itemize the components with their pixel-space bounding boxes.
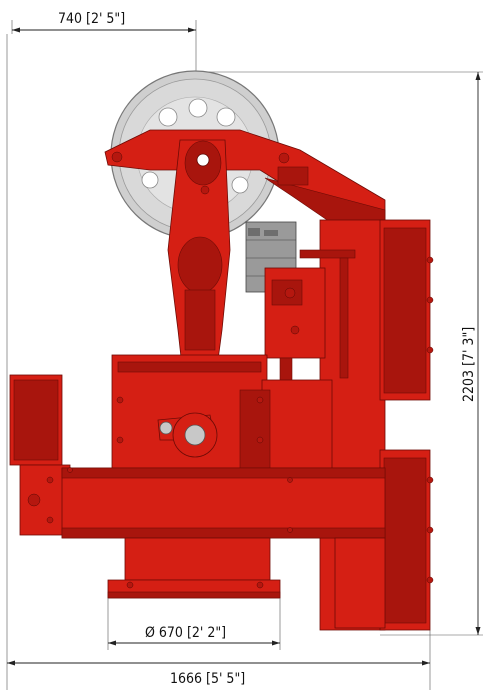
left-box xyxy=(9,374,71,536)
main-beam xyxy=(61,467,386,539)
base-diameter-dimension: Ø 670 [2' 2"] xyxy=(107,598,281,650)
base-diameter-label: Ø 670 [2' 2"] xyxy=(145,625,226,641)
height-dimension: 2203 [7' 3"] xyxy=(461,72,481,635)
central-housing xyxy=(111,354,333,471)
top-width-dimension: 740 [2' 5"] xyxy=(11,11,197,100)
top-width-label: 740 [2' 5"] xyxy=(58,11,125,27)
overall-width-dimension: 1666 [5' 5"] xyxy=(7,660,430,687)
pedestal-base xyxy=(107,537,386,629)
overall-width-label: 1666 [5' 5"] xyxy=(170,671,245,687)
height-label: 2203 [7' 3"] xyxy=(461,327,477,402)
crank-lever xyxy=(157,412,218,458)
